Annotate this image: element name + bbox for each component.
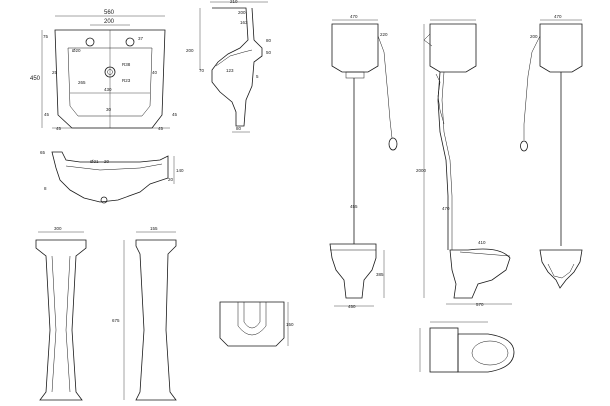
dim-sec-height: 140 (176, 168, 184, 173)
pedestal-front-outline (35, 239, 87, 401)
pan-side (449, 248, 511, 299)
dim-side-depth: 200 (238, 10, 246, 15)
tap-hole-right (125, 37, 135, 47)
dim-pan-height: 385 (376, 272, 384, 277)
cistern-plan (429, 327, 459, 373)
dim-pan-top: 410 (478, 240, 486, 245)
pedestal-plan-outline (219, 301, 285, 347)
dim-side-inner: 163 (240, 20, 248, 25)
dim-right: 40 (152, 70, 158, 75)
toilet-side-view: 470 2000 410 570 (416, 19, 512, 307)
chain-handle-back (520, 140, 528, 152)
dim-bottom-left: 45 (44, 112, 50, 117)
pan-back (539, 249, 583, 289)
cistern-front (331, 23, 379, 73)
pedestal-side-outline (135, 239, 177, 401)
pull-chain-side (435, 73, 445, 125)
dim-side-d3: 5 (256, 74, 259, 79)
pedestal-front-line-left (51, 255, 57, 393)
dim-plan-depth: 150 (286, 322, 294, 327)
basin-section-rim (65, 163, 163, 171)
dim-pan-width: 450 (348, 304, 356, 309)
dim-pipe-left: 455 (350, 204, 358, 209)
dim-side-top: 210 (230, 0, 238, 4)
dim-tap-centres: 200 (104, 19, 115, 25)
dim-right-offset: 37 (138, 36, 144, 41)
dim-cistern-right: 470 (554, 14, 562, 19)
dim-side-r2: 50 (266, 50, 272, 55)
dim-height: 450 (30, 76, 41, 82)
pan-plan (457, 333, 515, 373)
dim-left-offset: 75 (43, 34, 49, 39)
pedestal-plan-view: 150 (219, 301, 294, 347)
dim-side-d2: 123 (226, 68, 234, 73)
dim-sec-base: 8 (44, 186, 47, 191)
dim-side-height: 200 (186, 48, 194, 53)
dim-pan-depth: 570 (476, 302, 484, 307)
basin-side-inner (215, 49, 253, 67)
dim-bottom-right: 45 (172, 112, 178, 117)
basin-side-outline (211, 7, 263, 127)
section-waste-icon (100, 196, 108, 204)
dim-width: 560 (104, 10, 115, 16)
dim-side-d1: 70 (199, 68, 205, 73)
cistern-side (429, 23, 477, 73)
dim-foot-left: 45 (56, 126, 62, 131)
dim-ped-height: 675 (112, 318, 120, 323)
dim-cistern-width: 470 (350, 14, 358, 19)
basin-side-view: 210 200 163 200 70 123 5 80 50 80 (186, 0, 272, 133)
dim-tap-hole: Ø20 (72, 48, 81, 53)
dim-total-height: 2000 (416, 168, 427, 173)
dim-pipe-mid: 470 (442, 206, 450, 211)
pan-plan-bowl (471, 340, 509, 366)
dim-side-r1: 80 (266, 38, 272, 43)
pedestal-plan-inner-2 (243, 302, 261, 329)
pedestal-front-view: 300 (35, 226, 87, 401)
flush-pipe-side (437, 71, 449, 250)
seat-side-line (459, 251, 511, 257)
basin-top-bowl (67, 47, 153, 117)
pull-chain-back (523, 35, 541, 140)
cistern-back (539, 23, 583, 73)
toilet-back-view: 470 200 (520, 14, 583, 289)
dim-side-bottom: 80 (236, 126, 242, 131)
dim-sec-waste: Ø21 (90, 159, 99, 164)
dim-bottom-inner: 30 (106, 107, 112, 112)
toilet-front-view: 470 220 455 385 450 (329, 14, 398, 309)
pan-back-detail (547, 263, 575, 279)
dim-left: 25 (52, 70, 58, 75)
basin-section-outline (51, 151, 169, 203)
dim-sec-right-low: 20 (168, 177, 174, 182)
toilet-plan-view (419, 321, 515, 373)
flush-pipe-side-2 (441, 71, 453, 250)
basin-top-view: 560 200 75 37 Ø20 450 25 40 265 R38 R23 … (30, 10, 178, 131)
basin-section-view: 65 Ø21 20 140 20 8 (40, 150, 184, 204)
dim-sec-waste-right: 20 (104, 159, 110, 164)
tap-hole-left (85, 37, 95, 47)
dim-inner-width: 430 (104, 87, 112, 92)
dim-sec-rim: 65 (40, 150, 46, 155)
chain-handle (388, 137, 398, 151)
cistern-lever (423, 33, 433, 47)
dim-inner-left: 265 (78, 80, 86, 85)
pedestal-side-view: 155 675 (112, 226, 177, 401)
dim-cistern-side: 220 (380, 32, 388, 37)
dim-ped-side-width: 155 (150, 226, 158, 231)
cistern-bracket (345, 71, 365, 79)
pedestal-plan-inner (237, 302, 267, 336)
dim-side-right: 200 (530, 34, 538, 39)
pull-chain (377, 35, 393, 139)
dim-waste: R38 (122, 62, 131, 67)
pan-front (329, 243, 377, 299)
dim-ped-top-width: 300 (54, 226, 62, 231)
dim-foot-right: 45 (158, 126, 164, 131)
pedestal-front-line-right (65, 255, 71, 393)
dim-waste-inner: R23 (122, 78, 131, 83)
